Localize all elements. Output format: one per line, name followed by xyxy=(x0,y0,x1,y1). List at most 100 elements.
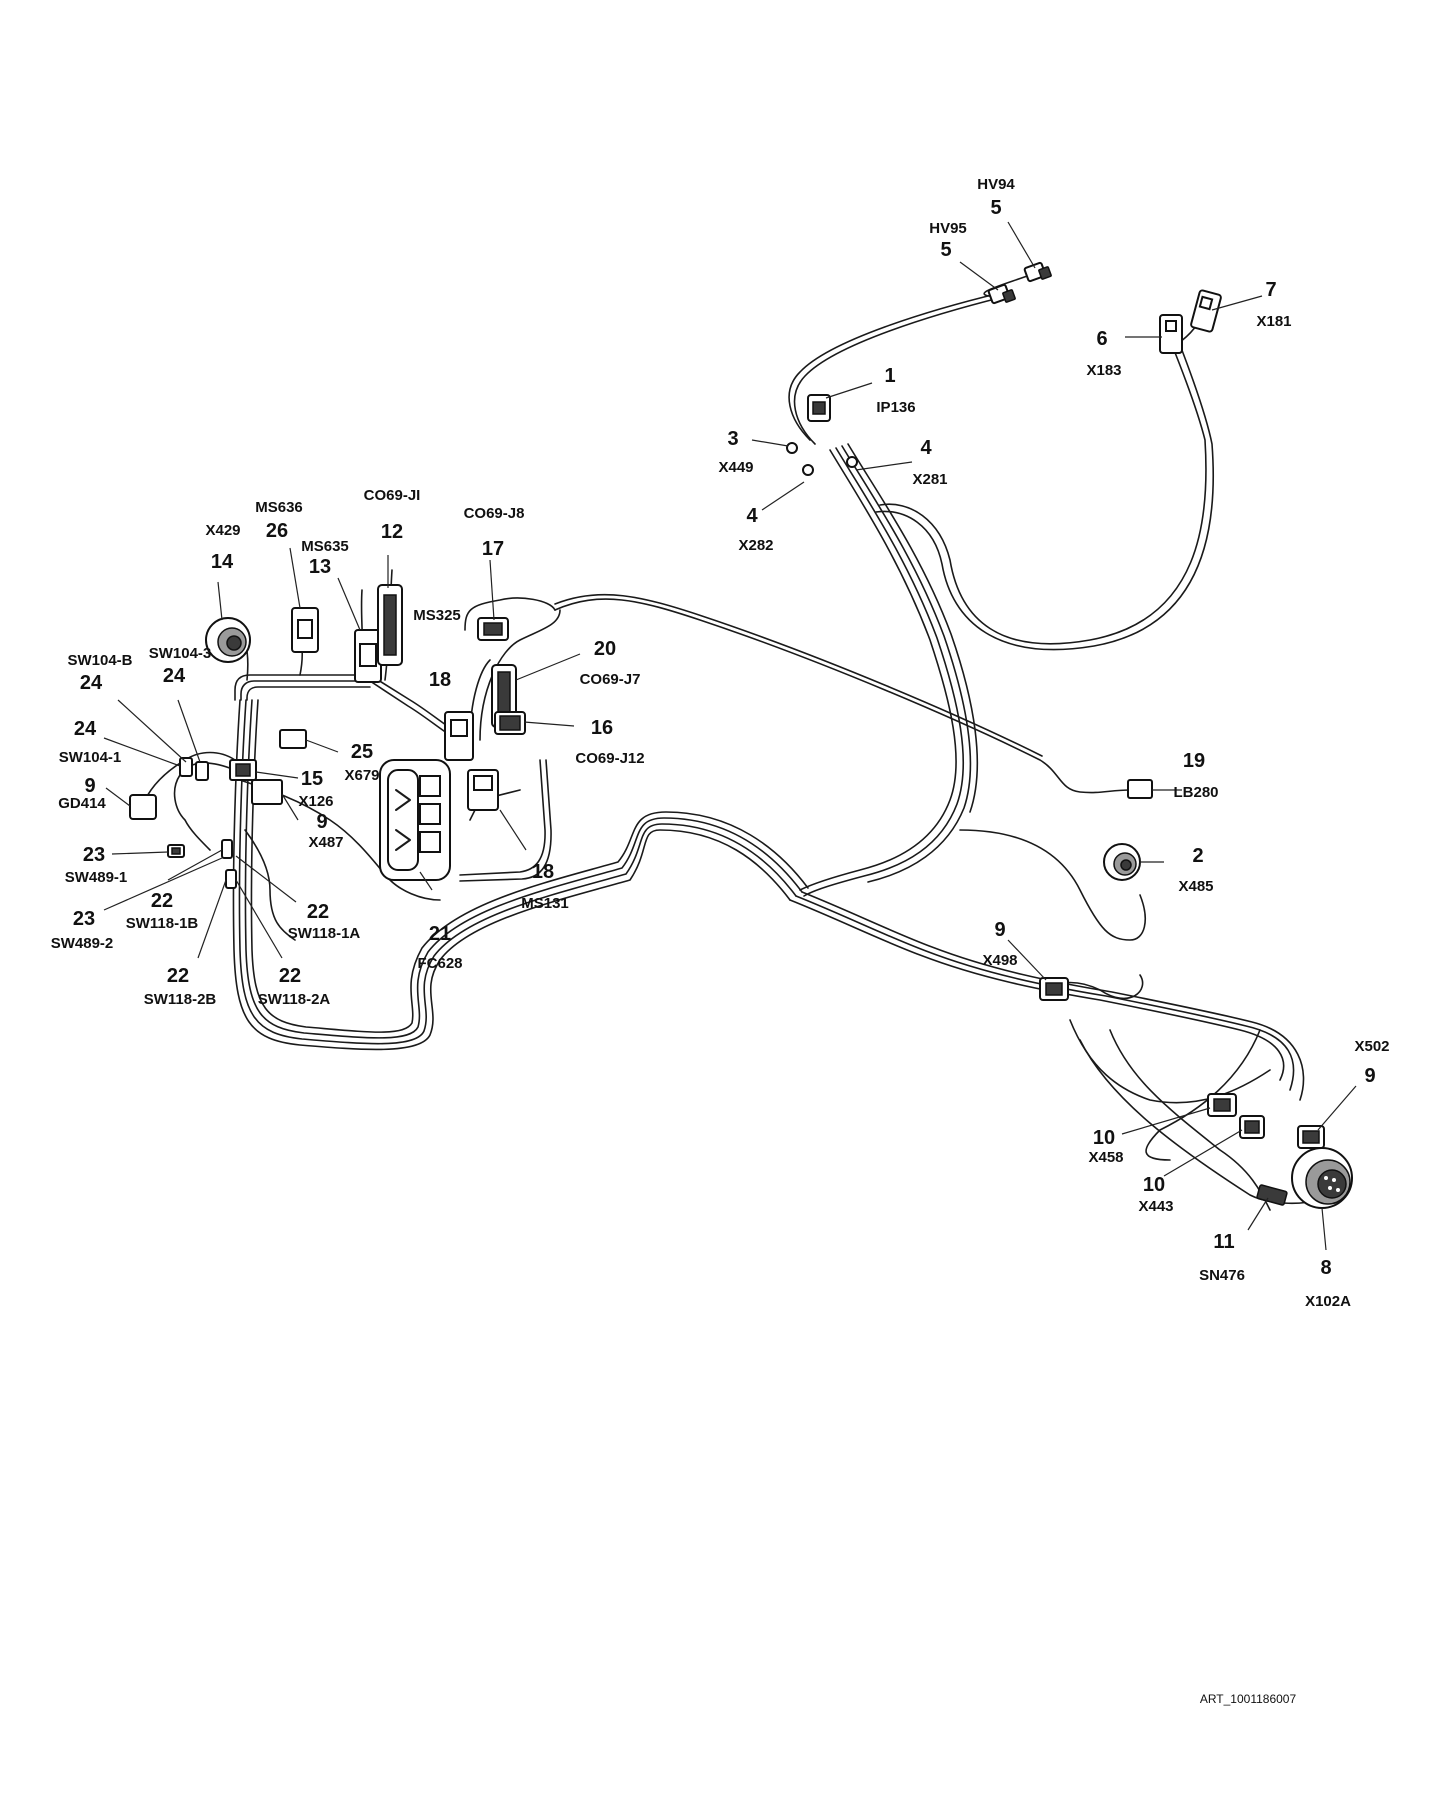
label-code: X498 xyxy=(982,952,1017,969)
label-code: MS325 xyxy=(413,607,461,624)
connector-x102a xyxy=(1291,1147,1353,1209)
label-num: 6 xyxy=(1096,328,1107,350)
label-code: HV94 xyxy=(977,176,1015,193)
label-code: X449 xyxy=(718,459,753,476)
label-code: SW489-1 xyxy=(65,869,128,886)
label-num: 8 xyxy=(1320,1257,1331,1279)
label-num: 24 xyxy=(80,672,103,694)
label-code: MS635 xyxy=(301,538,349,555)
label-code: X485 xyxy=(1178,878,1213,895)
label-num: 9 xyxy=(1364,1065,1375,1087)
label-num: 23 xyxy=(83,844,105,866)
sensor-sn476 xyxy=(1256,1184,1288,1206)
label-num: 18 xyxy=(532,861,554,883)
leader-lines xyxy=(103,221,1357,1251)
label-code: SW118-1A xyxy=(288,925,361,942)
connector-hv94 xyxy=(1023,261,1052,283)
switch-sw489 xyxy=(167,844,185,858)
label-code: X458 xyxy=(1088,1149,1123,1166)
connector-hv95 xyxy=(987,283,1016,305)
connector-x679 xyxy=(279,729,307,749)
label-num: 5 xyxy=(940,239,951,261)
label-code: X183 xyxy=(1086,362,1121,379)
label-code: LB280 xyxy=(1173,784,1218,801)
label-code: SW118-2A xyxy=(258,991,331,1008)
terminal-x449 xyxy=(786,442,798,454)
label-num: 10 xyxy=(1143,1174,1165,1196)
connector-x458 xyxy=(1207,1093,1237,1117)
label-num: 25 xyxy=(351,741,373,763)
label-code: SW104-1 xyxy=(59,749,122,766)
label-num: 9 xyxy=(84,775,95,797)
label-num: 21 xyxy=(429,923,451,945)
label-num: 22 xyxy=(167,965,189,987)
label-code: FC628 xyxy=(417,955,462,972)
relay-upper xyxy=(444,711,474,761)
connector-ms636 xyxy=(291,607,319,653)
connector-x485 xyxy=(1103,843,1141,881)
connector-x126 xyxy=(229,759,257,781)
label-code: CO69-J8 xyxy=(464,505,525,522)
label-num: 11 xyxy=(1213,1231,1234,1253)
label-code: IP136 xyxy=(876,399,915,416)
label-code: X281 xyxy=(912,471,947,488)
component-ip136 xyxy=(807,394,831,422)
label-num: 4 xyxy=(920,437,932,459)
label-num: 7 xyxy=(1265,279,1276,301)
label-num: 24 xyxy=(163,665,186,687)
label-num: 5 xyxy=(990,197,1001,219)
connector-co69-ji xyxy=(377,584,403,666)
callout-labels: HV94 5 HV95 5 7 X181 6 X183 1 IP136 3 X4… xyxy=(51,176,1390,1706)
label-code: SN476 xyxy=(1199,1267,1245,1284)
label-num: 3 xyxy=(727,428,738,450)
relay-ms131 xyxy=(467,769,499,811)
connector-co69-j8 xyxy=(477,617,509,641)
terminal-x281 xyxy=(846,456,858,468)
label-code: CO69-JI xyxy=(364,487,421,504)
label-code: MS131 xyxy=(521,895,569,912)
label-num: 17 xyxy=(482,538,504,560)
label-num: 13 xyxy=(309,556,331,578)
label-num: 23 xyxy=(73,908,95,930)
label-code: MS636 xyxy=(255,499,303,516)
label-code: X679 xyxy=(344,767,379,784)
label-num: 9 xyxy=(316,811,327,833)
label-code: SW489-2 xyxy=(51,935,114,952)
connector-x181 xyxy=(1190,289,1222,333)
label-code: SW104-3 xyxy=(149,645,212,662)
components xyxy=(129,261,1353,1209)
label-num: 19 xyxy=(1183,750,1205,772)
label-code: X429 xyxy=(205,522,240,539)
component-gd414 xyxy=(129,794,157,820)
label-code: X126 xyxy=(298,793,333,810)
label-code: X502 xyxy=(1354,1038,1389,1055)
label-code: SW118-1B xyxy=(126,915,199,932)
label-code: X181 xyxy=(1256,313,1291,330)
label-code: HV95 xyxy=(929,220,967,237)
wire-bundles xyxy=(144,274,1321,1211)
label-num: 1 xyxy=(884,365,895,387)
label-code: X487 xyxy=(308,834,343,851)
connector-x429 xyxy=(205,617,251,663)
connector-x183 xyxy=(1159,314,1183,354)
label-num: 20 xyxy=(594,638,616,660)
component-lb280 xyxy=(1127,779,1153,799)
label-code: X443 xyxy=(1138,1198,1173,1215)
label-code: CO69-J7 xyxy=(580,671,641,688)
label-num: 16 xyxy=(591,717,613,739)
label-num: 22 xyxy=(151,890,173,912)
label-num: 22 xyxy=(279,965,301,987)
label-num: 2 xyxy=(1192,845,1203,867)
terminal-x282 xyxy=(802,464,814,476)
label-num: 18 xyxy=(429,669,451,691)
label-num: 4 xyxy=(746,505,758,527)
label-num: 15 xyxy=(301,768,323,790)
label-num: 9 xyxy=(994,919,1005,941)
label-code: SW118-2B xyxy=(144,991,217,1008)
label-code: X282 xyxy=(738,537,773,554)
label-num: 22 xyxy=(307,901,329,923)
label-num: 12 xyxy=(381,521,403,543)
connector-x498 xyxy=(1039,977,1069,1001)
label-num: 14 xyxy=(211,551,234,573)
